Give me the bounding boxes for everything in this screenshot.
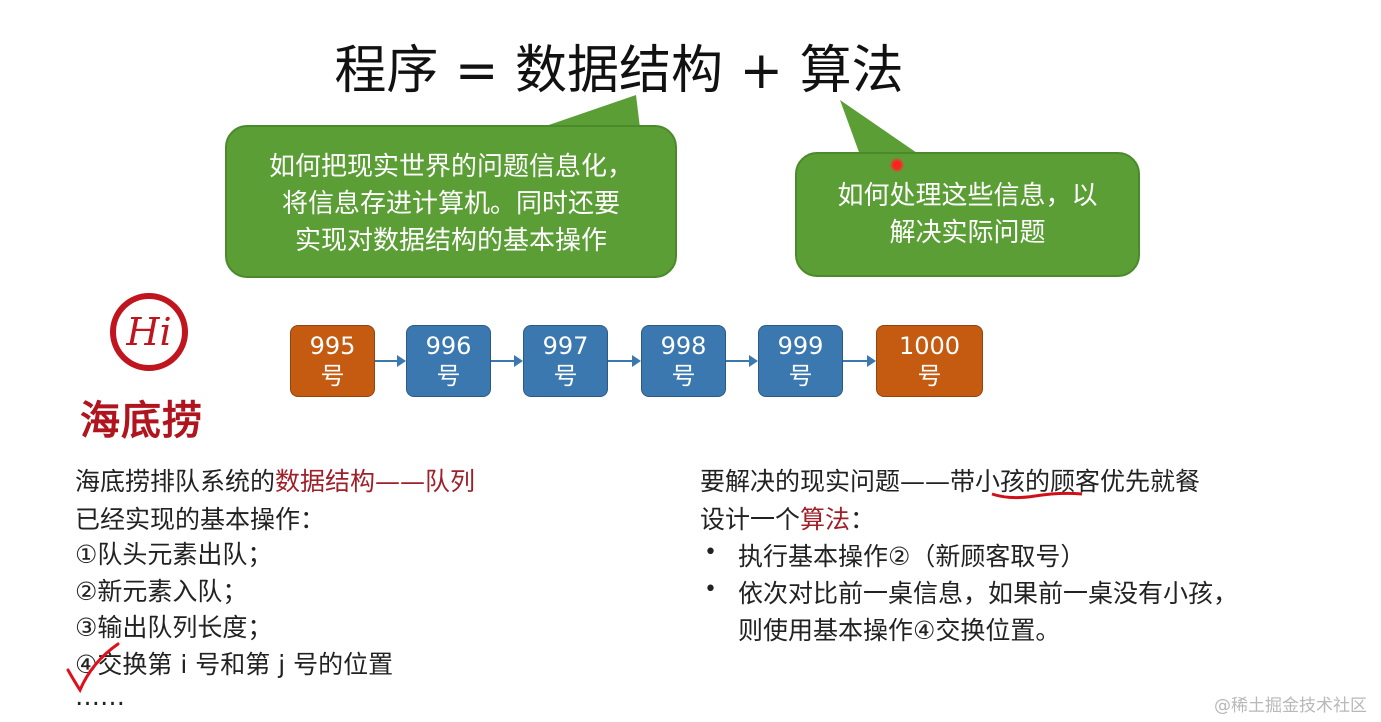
- algorithm-step: 执行基本操作②（新顾客取号）: [738, 542, 1086, 571]
- callout-line: 实现对数据结构的基本操作: [294, 226, 607, 256]
- node-unit: 号: [671, 362, 696, 390]
- slide-title: 程序 = 数据结构 + 算法: [334, 41, 904, 101]
- text-line: 已经实现的基本操作：: [75, 505, 326, 534]
- text: 海底捞排队系统的: [75, 467, 276, 496]
- algorithm-step-continued: 则使用基本操作④交换位置。: [738, 616, 1061, 645]
- queue-arrow: [608, 355, 641, 367]
- queue-arrow: [726, 355, 758, 367]
- text: 的顾客优先就餐: [1025, 467, 1201, 496]
- highlight-text: 算法: [800, 505, 851, 534]
- bubble-tails: [540, 95, 920, 155]
- algorithm-step: 依次对比前一桌信息，如果前一桌没有小孩，: [738, 579, 1239, 608]
- node-unit: 号: [553, 362, 578, 390]
- node-unit: 号: [788, 362, 813, 390]
- watermark: @稀土掘金技术社区: [1214, 696, 1367, 716]
- queue-heading: 海底捞排队系统的数据结构——队列: [75, 462, 475, 498]
- node-number: 1000: [898, 332, 961, 360]
- red-wavy-underline: [991, 491, 1083, 500]
- callout-line: 如何处理这些信息，以: [837, 181, 1098, 211]
- text: ：: [850, 505, 876, 534]
- node-number: 999: [777, 332, 824, 360]
- operation-item: ②新元素入队；: [75, 577, 248, 606]
- callout-line: 将信息存进计算机。同时还要: [281, 189, 620, 219]
- node-unit: 号: [917, 362, 942, 390]
- text: 设计一个: [700, 505, 801, 534]
- problem-heading: 要解决的现实问题——带小孩的顾客优先就餐: [700, 462, 1200, 498]
- queue-arrow: [375, 355, 406, 367]
- haidilao-logo: Hi 海底捞: [80, 290, 220, 444]
- node-number: 997: [542, 332, 589, 360]
- logo-circle: Hi: [110, 293, 188, 371]
- queue-arrow: [491, 355, 523, 367]
- operation-item: ③输出队列长度；: [75, 613, 273, 642]
- algorithm-line: 设计一个算法：: [700, 500, 875, 536]
- bullet-icon: •: [704, 540, 717, 565]
- operation-item: ④交换第 i 号和第 j 号的位置: [75, 650, 394, 679]
- node-unit: 号: [320, 362, 345, 390]
- data-structure-callout: 如何把现实世界的问题信息化， 将信息存进计算机。同时还要 实现对数据结构的基本操…: [225, 125, 677, 278]
- node-number: 996: [425, 332, 472, 360]
- underlined-text: 带小孩: [950, 467, 1026, 496]
- callout-line: 如何把现实世界的问题信息化，: [268, 152, 633, 182]
- bullet-icon: •: [704, 577, 717, 602]
- text: 要解决的现实问题——: [700, 467, 951, 496]
- node-number: 995: [309, 332, 356, 360]
- callout-line: 解决实际问题: [889, 218, 1046, 248]
- node-number: 998: [660, 332, 707, 360]
- logo-name: 海底捞: [80, 398, 203, 444]
- highlight-text: 数据结构——队列: [275, 467, 476, 496]
- laser-pointer-dot: [890, 158, 904, 172]
- ellipsis: ……: [75, 682, 125, 711]
- queue-arrow: [843, 355, 876, 367]
- algorithm-callout: 如何处理这些信息，以 解决实际问题: [795, 152, 1140, 277]
- red-checkmark-icon: [66, 642, 120, 694]
- node-unit: 号: [436, 362, 461, 390]
- operation-item: ①队头元素出队；: [75, 540, 273, 569]
